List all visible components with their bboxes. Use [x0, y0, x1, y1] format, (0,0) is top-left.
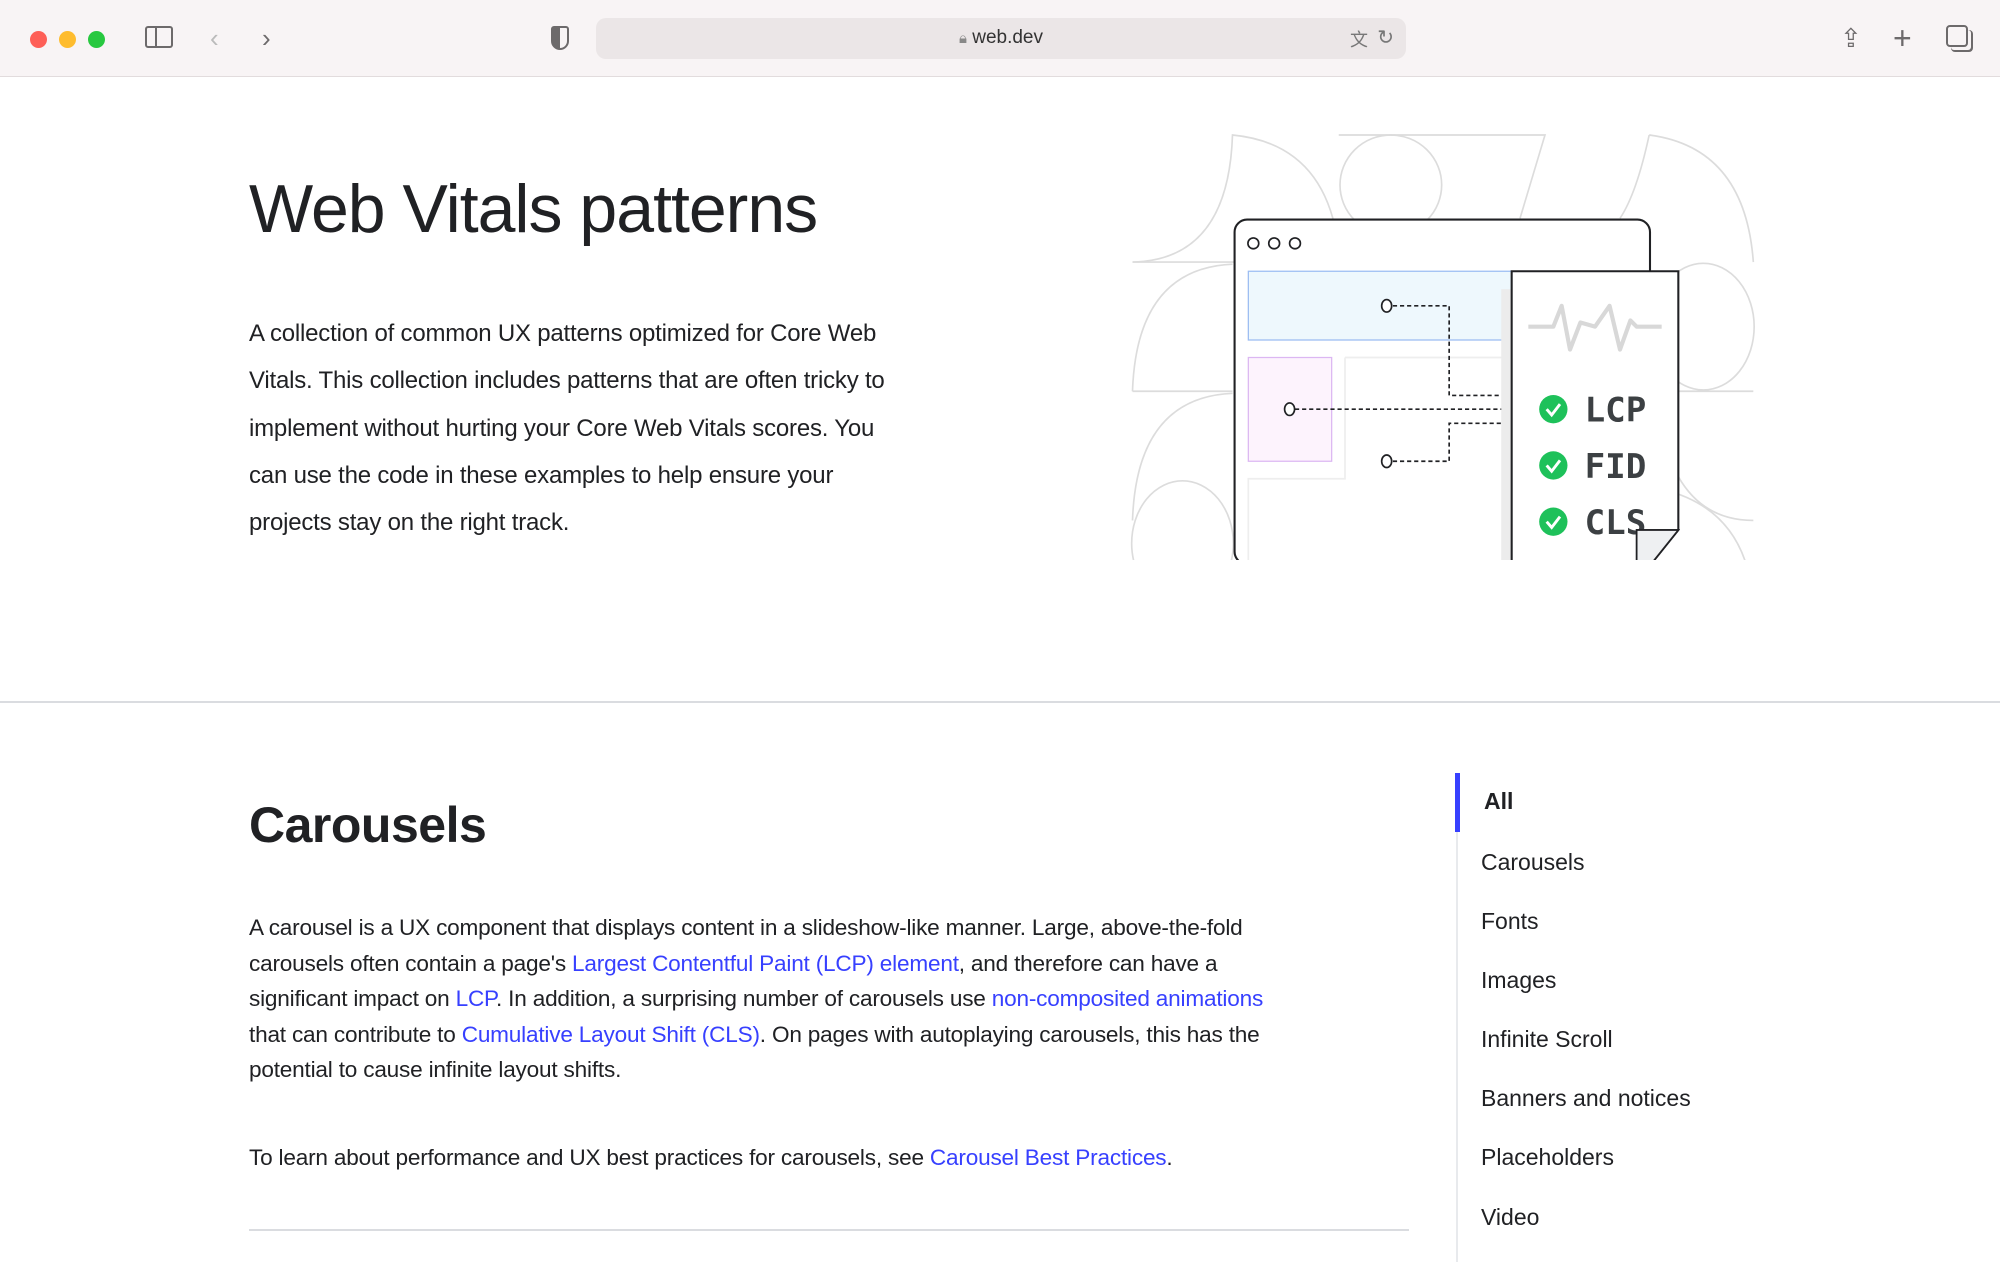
check-icon — [1539, 507, 1568, 536]
section-divider — [0, 701, 2000, 703]
section-title: Carousels — [249, 797, 487, 853]
heartbeat-icon — [1528, 303, 1662, 352]
sidebar-item-banners[interactable]: Banners and notices — [1481, 1085, 1691, 1111]
text: To learn about performance and UX best p… — [249, 1145, 930, 1170]
privacy-shield-icon[interactable] — [551, 26, 569, 50]
sidebar-toggle-icon[interactable] — [145, 26, 173, 48]
hero-description: A collection of common UX patterns optim… — [249, 310, 885, 546]
lock-icon: 🔒︎ — [958, 30, 967, 47]
url-text: web.dev — [972, 27, 1044, 48]
reload-icon[interactable]: ↻ — [1377, 27, 1394, 49]
text: , and therefore can have a — [958, 950, 1218, 976]
minimize-window-button[interactable] — [59, 31, 76, 48]
sidebar-item-fonts[interactable]: Fonts — [1481, 908, 1539, 934]
lcp-link[interactable]: LCP — [455, 986, 497, 1012]
hero-line: implement without hurting your Core Web … — [249, 414, 875, 442]
hero-line: A collection of common UX patterns optim… — [249, 320, 877, 347]
text: . — [1166, 1145, 1173, 1170]
hero-line: Vitals. This collection includes pattern… — [249, 367, 885, 395]
cls-link[interactable]: Cumulative Layout Shift (CLS) — [461, 1021, 760, 1047]
close-window-button[interactable] — [30, 31, 47, 48]
sidebar-track — [1456, 773, 1458, 1262]
sidebar-item-images[interactable]: Images — [1481, 967, 1557, 993]
carousel-best-practices-text: To learn about performance and UX best p… — [249, 1140, 1173, 1176]
sidebar-item-infinite-scroll[interactable]: Infinite Scroll — [1481, 1026, 1613, 1052]
check-icon — [1539, 451, 1568, 480]
forward-button[interactable]: › — [262, 23, 271, 53]
text: . On pages with autoplaying carousels, t… — [759, 1021, 1260, 1047]
sidebar-active-indicator — [1455, 773, 1460, 832]
metric-lcp: LCP — [1585, 391, 1647, 431]
text: carousels often contain a page's — [249, 950, 573, 976]
non-composited-animations-link[interactable]: non-composited animations — [991, 986, 1264, 1012]
hero-line: can use the code in these examples to he… — [249, 461, 834, 489]
lcp-block — [1247, 270, 1513, 341]
tab-overview-icon[interactable] — [1946, 25, 1968, 47]
text: A carousel is a UX component that displa… — [249, 915, 1243, 940]
metric-fid: FID — [1585, 447, 1647, 487]
web-vitals-illustration: LCP FID CLS — [1130, 134, 1756, 560]
check-icon — [1539, 395, 1568, 424]
sidebar-item-video[interactable]: Video — [1481, 1204, 1540, 1230]
content-divider — [249, 1229, 1409, 1231]
translate-icon[interactable]: 文 — [1350, 30, 1368, 50]
share-icon[interactable]: ⇪ — [1840, 23, 1862, 53]
lcp-element-link[interactable]: Largest Contentful Paint (LCP) element — [572, 950, 959, 976]
address-bar[interactable]: 🔒︎ web.dev 文 ↻ — [596, 18, 1406, 59]
sidebar-item-carousels[interactable]: Carousels — [1481, 849, 1585, 875]
back-button[interactable]: ‹ — [210, 23, 219, 53]
browser-toolbar: ‹ › 🔒︎ web.dev 文 ↻ ⇪ + — [0, 0, 2000, 77]
text: potential to cause infinite layout shift… — [249, 1057, 622, 1083]
carousel-description: A carousel is a UX component that displa… — [249, 910, 1263, 1088]
new-tab-icon[interactable]: + — [1893, 20, 1912, 56]
hero-line: projects stay on the right track. — [249, 509, 570, 537]
zoom-window-button[interactable] — [88, 31, 105, 48]
metric-list: LCP FID CLS — [1539, 391, 1647, 543]
carousel-best-practices-link[interactable]: Carousel Best Practices — [929, 1145, 1167, 1170]
sidebar-item-all[interactable]: All — [1484, 788, 1514, 814]
sidebar-item-placeholders[interactable]: Placeholders — [1481, 1144, 1614, 1170]
page-title: Web Vitals patterns — [249, 171, 818, 247]
text: significant impact on — [249, 986, 456, 1012]
text: that can contribute to — [249, 1021, 462, 1047]
text: . In addition, a surprising number of ca… — [496, 986, 992, 1012]
